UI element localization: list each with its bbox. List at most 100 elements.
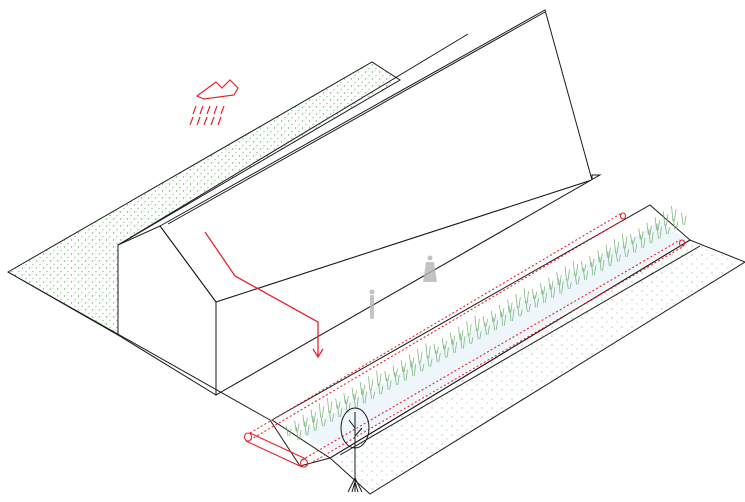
grass-blade bbox=[418, 361, 425, 372]
grass-blade bbox=[631, 240, 638, 253]
grass-blade bbox=[500, 311, 507, 326]
pipe-ends bbox=[243, 212, 686, 468]
grass-blade bbox=[312, 415, 318, 431]
grass-blade bbox=[361, 388, 367, 404]
grass-blade bbox=[302, 414, 308, 427]
grass-blade bbox=[482, 316, 488, 327]
grass-blade bbox=[328, 410, 335, 422]
grass-blade bbox=[335, 398, 341, 409]
rain-cloud-icon bbox=[189, 79, 239, 126]
grass-blade bbox=[499, 305, 505, 318]
grass-blade bbox=[517, 306, 523, 317]
grass-blade bbox=[613, 238, 620, 254]
grass-blade bbox=[410, 360, 417, 377]
swale-plants bbox=[286, 205, 687, 441]
grass-blade bbox=[392, 365, 398, 377]
grass-blade bbox=[515, 293, 521, 308]
grass-blade bbox=[599, 256, 605, 271]
roof-ridge bbox=[167, 11, 546, 225]
grass-blade bbox=[351, 387, 357, 400]
grass-blade bbox=[378, 383, 384, 395]
person-figure-icon bbox=[369, 255, 437, 319]
grass-blade bbox=[345, 399, 351, 413]
grass-blade bbox=[681, 212, 687, 226]
grass-blade bbox=[408, 354, 415, 368]
tree-icon bbox=[340, 407, 370, 493]
grass-blade bbox=[466, 321, 472, 336]
grass-blade bbox=[507, 299, 513, 313]
grass-blade bbox=[646, 222, 652, 235]
grass-blade bbox=[400, 359, 407, 373]
grass-blade bbox=[468, 333, 474, 345]
grass-blade bbox=[343, 392, 349, 405]
grass-blade bbox=[384, 371, 390, 382]
grass-blade bbox=[607, 251, 613, 267]
grass-blade bbox=[664, 224, 671, 235]
grass-blade bbox=[490, 310, 497, 322]
grass-blade bbox=[672, 218, 679, 230]
grass-blade bbox=[425, 343, 431, 359]
grass-blade bbox=[525, 300, 531, 312]
grass-blade bbox=[564, 266, 570, 281]
grass-blade bbox=[337, 405, 343, 418]
grass-blade bbox=[556, 271, 562, 286]
grass-blade bbox=[630, 233, 636, 244]
grass-blade bbox=[640, 234, 646, 248]
grass-blade bbox=[492, 317, 498, 331]
swale-water bbox=[300, 222, 688, 452]
grass-blade bbox=[623, 245, 630, 258]
drain-pipe-upper bbox=[249, 212, 626, 441]
grass-blade bbox=[523, 288, 529, 304]
grass-blade bbox=[320, 416, 326, 427]
grass-blade bbox=[353, 393, 359, 409]
grass-blade bbox=[327, 398, 333, 414]
grass-blade bbox=[304, 421, 310, 436]
grass-blade bbox=[376, 370, 382, 386]
grass-blade bbox=[558, 278, 564, 294]
grass-blade bbox=[582, 267, 589, 280]
grass-blade bbox=[427, 355, 433, 367]
grass-blade bbox=[621, 233, 628, 249]
grass-blade bbox=[590, 262, 597, 276]
grass-blade bbox=[296, 426, 302, 441]
grass-blade bbox=[589, 255, 595, 267]
grass-blade bbox=[615, 251, 621, 262]
runoff-arrow bbox=[204, 231, 319, 356]
ground-strip bbox=[216, 175, 650, 420]
grass-blade bbox=[572, 260, 579, 276]
grass-blade bbox=[484, 322, 490, 335]
grass-blade bbox=[458, 326, 464, 340]
grass-blade bbox=[402, 366, 408, 381]
grass-blade bbox=[359, 381, 366, 395]
grass-blade bbox=[386, 377, 392, 390]
grass-blade bbox=[394, 372, 400, 386]
grass-blade bbox=[417, 348, 423, 363]
grass-blade bbox=[533, 295, 539, 308]
grass-blade bbox=[540, 283, 546, 295]
grass-blade bbox=[605, 244, 611, 258]
grass-blade bbox=[310, 409, 316, 423]
grass-blade bbox=[671, 205, 677, 222]
grass-blade bbox=[318, 403, 325, 418]
grass-blade bbox=[286, 425, 292, 437]
grass-blade bbox=[459, 333, 466, 349]
grass-blade bbox=[597, 250, 603, 263]
grass-blade bbox=[638, 228, 644, 240]
grass-blade bbox=[566, 278, 572, 290]
grass-blade bbox=[433, 343, 439, 354]
grass-blade bbox=[474, 315, 480, 331]
grass-blade bbox=[656, 223, 662, 239]
grass-blade bbox=[662, 211, 669, 226]
grass-blade bbox=[548, 277, 554, 290]
grass-blade bbox=[531, 288, 538, 299]
grass-blade bbox=[441, 338, 448, 350]
grass-blade bbox=[509, 306, 515, 322]
grass-blade bbox=[294, 420, 300, 432]
grass-blade bbox=[550, 284, 556, 299]
grass-blade bbox=[580, 261, 587, 272]
grass-blade bbox=[574, 273, 580, 285]
grass-blade bbox=[449, 332, 456, 345]
grass-blade bbox=[451, 339, 458, 354]
